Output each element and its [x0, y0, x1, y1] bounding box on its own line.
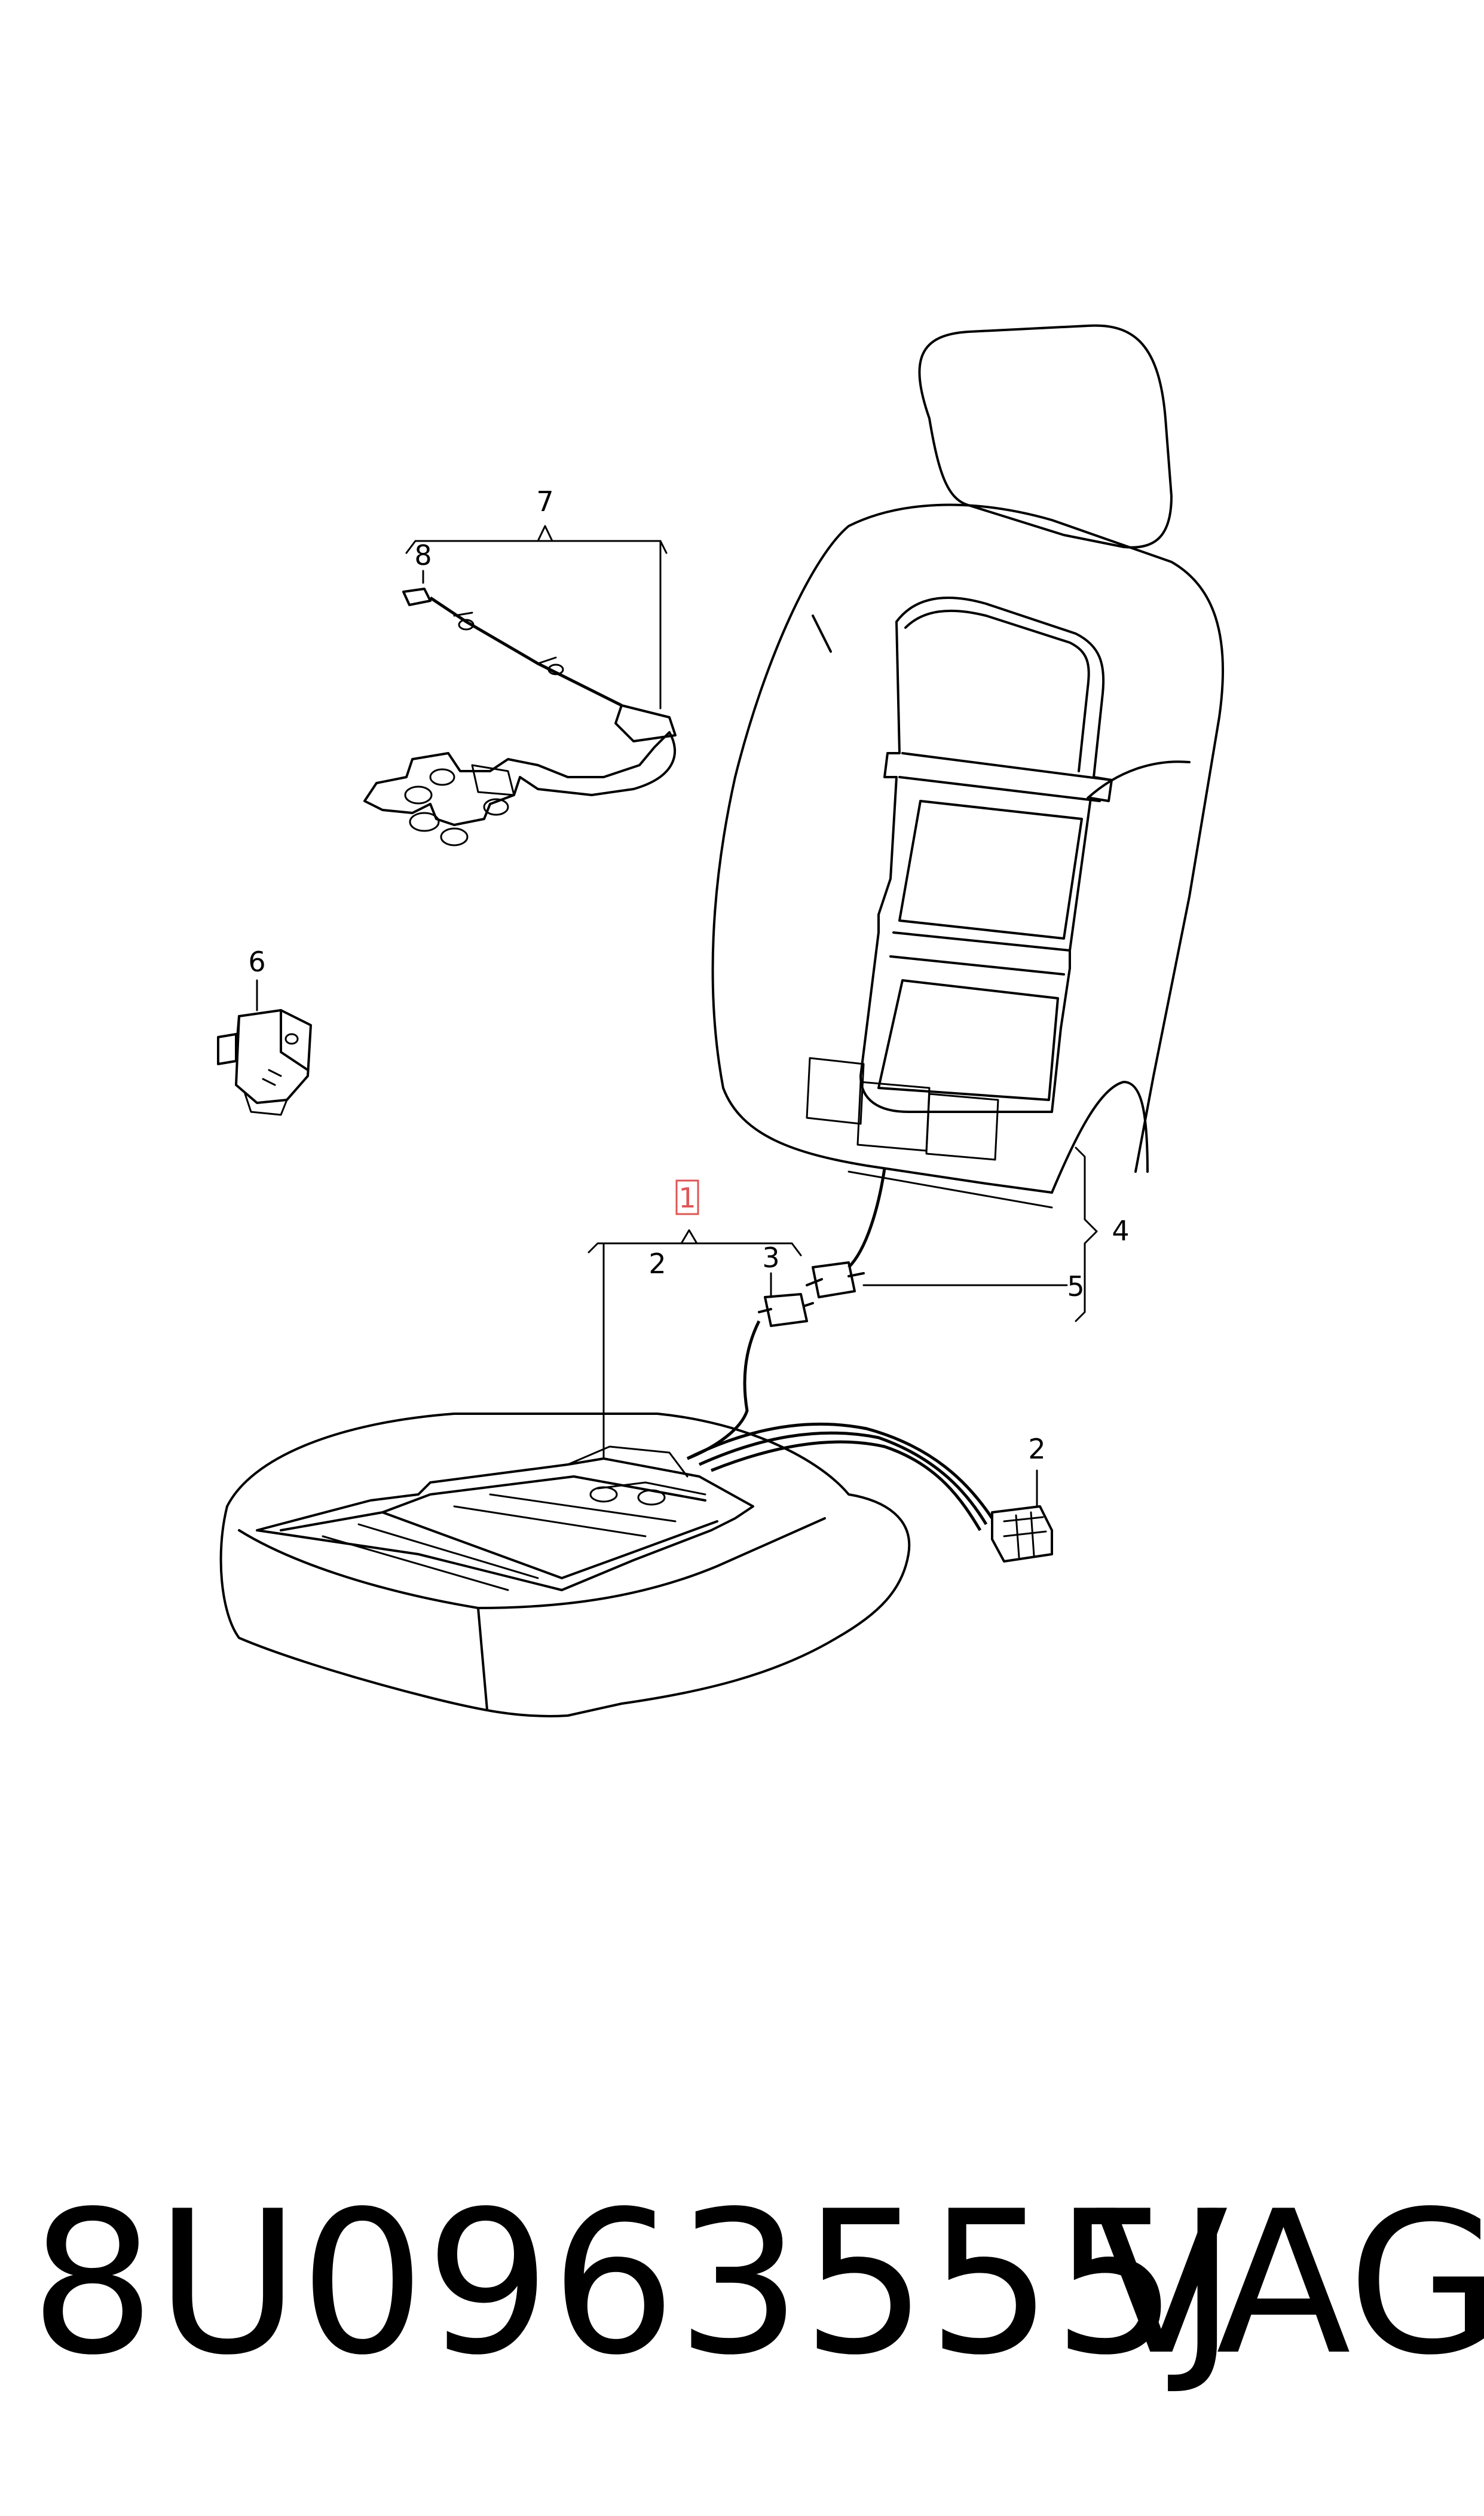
seat-cushion	[219, 1413, 911, 1717]
callout-1-highlight	[675, 1179, 699, 1215]
callout-5: 5	[1067, 1270, 1084, 1303]
callout-1: 1	[678, 1182, 696, 1214]
seat-backrest	[711, 324, 1225, 1209]
control-unit	[217, 1009, 312, 1116]
seat-wiring-harness	[686, 1293, 1053, 1563]
callout-8: 8	[414, 539, 432, 571]
brand-label: VAG	[1094, 2169, 1484, 2398]
callout-2-right: 2	[1028, 1433, 1045, 1465]
part-number: 8U0963555J	[30, 2169, 1237, 2398]
callout-3: 3	[762, 1242, 779, 1274]
callout-6: 6	[248, 946, 265, 978]
callout-7: 7	[536, 485, 553, 518]
callout-2-top: 2	[648, 1248, 666, 1280]
leader-lines	[256, 525, 1098, 1508]
occupant-sensor-mat	[363, 588, 677, 846]
backrest-wire-connector	[806, 1168, 886, 1298]
callout-4: 4	[1112, 1215, 1129, 1247]
